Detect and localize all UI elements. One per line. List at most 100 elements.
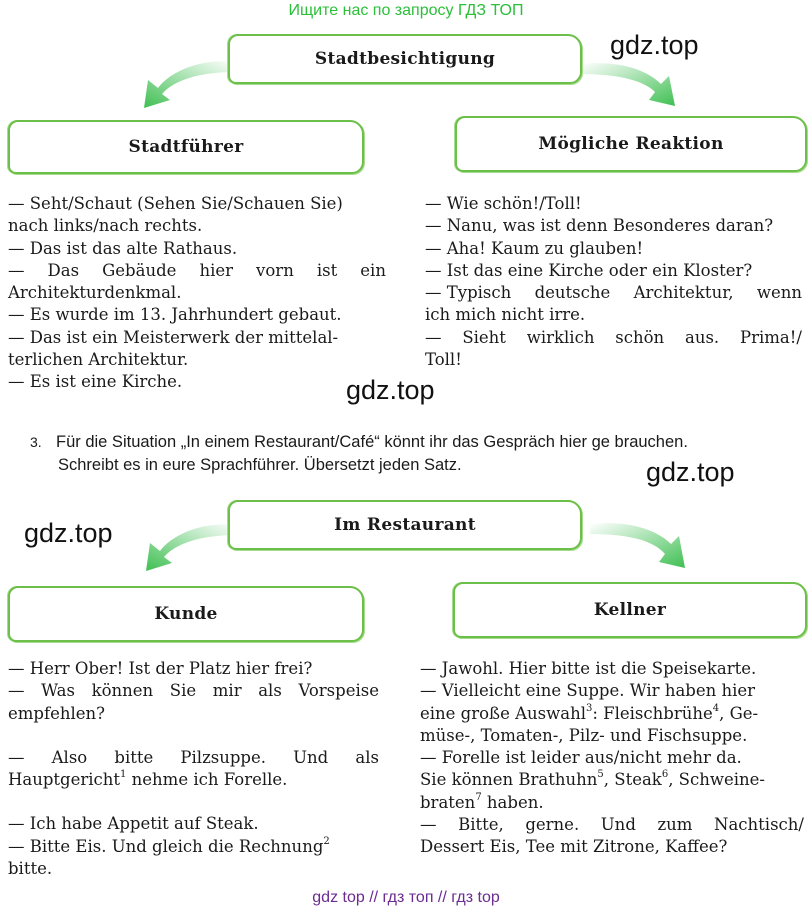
word: — Aha! Kaum zu glauben! [425, 238, 644, 258]
footnote-marker: 1 [120, 769, 127, 781]
word: — Wie schön!/Toll! [425, 194, 582, 213]
text-line: — Bitte Eis. Und gleich die Rechnung2 [8, 836, 379, 858]
customer-phrases: — Herr Ober! Ist der Platz hier frei?—Wa… [8, 658, 379, 880]
word: — [420, 815, 437, 835]
word: Hauptgericht1 nehme ich Forelle. [8, 769, 288, 790]
word: empfehlen? [8, 703, 105, 723]
footnote-marker: 4 [712, 702, 720, 714]
word: Gebäude [102, 260, 177, 280]
text-line: — Das ist ein Meisterwerk der mittelal- [8, 327, 386, 349]
left-box-stadtfuehrer: Stadtführer [8, 120, 364, 174]
text-line: eine große Auswahl3: Fleischbrühe4, Ge- [420, 703, 804, 725]
word: vorn [256, 260, 294, 280]
text-line: braten7 haben. [420, 792, 804, 814]
watermark: gdz.top [646, 457, 735, 487]
word: — Ich habe Appetit auf Steak. [8, 814, 259, 834]
footnote-marker: 6 [661, 769, 669, 781]
word: zum [657, 815, 693, 835]
word: — Seht/Schaut (Sehen Sie/Schauen Sie) [8, 194, 343, 213]
tour-guide-phrases: — Seht/Schaut (Sehen Sie/Schauen Sie) nac… [8, 193, 386, 394]
text-line: empfehlen? [8, 703, 379, 725]
word: nach links/nach rechts. [8, 216, 203, 236]
word: können [91, 681, 154, 701]
word: — Das ist das alte Rathaus. [8, 238, 238, 258]
word: — Das ist ein Meisterwerk der mittelal- [8, 327, 339, 347]
word: Und [293, 747, 329, 767]
word: Das [47, 260, 80, 280]
word: Sie [169, 681, 197, 701]
word: Nachtisch/ [714, 815, 804, 835]
word: — Ist das eine Kirche oder ein Kloster? [425, 260, 753, 280]
arrow-left-1-icon [144, 61, 235, 108]
word: — Nanu, was ist denn Besonderes daran? [425, 216, 774, 236]
word: bitte. [8, 859, 53, 879]
word: Architektur, [633, 283, 734, 303]
word: Bitte, [458, 815, 504, 835]
word: als [355, 747, 379, 767]
text-line: — Ist das eine Kirche oder ein Kloster? [425, 260, 802, 282]
text-line: — Forelle ist leider aus/nicht mehr da. [420, 747, 804, 769]
word: aus. [684, 327, 720, 347]
text-line: — Aha! Kaum zu glauben! [425, 238, 802, 260]
arrow-left-2-icon [146, 524, 237, 571]
exercise-number: 3. [30, 434, 42, 450]
word: eine große Auswahl3: Fleischbrühe4, Ge- [420, 702, 759, 723]
footnote-marker: 3 [585, 702, 593, 714]
exercise-3-instruction: 3. Für die Situation „In einem Restaurant… [30, 431, 810, 477]
watermark: gdz.top [346, 375, 435, 405]
word: — Bitte Eis. Und gleich die Rechnung2 [8, 835, 330, 856]
text-line: ich mich nicht irre. [425, 304, 802, 326]
text-line: — Ich habe Appetit auf Steak. [8, 813, 379, 835]
word: terlichen Architektur. [8, 350, 189, 370]
word: Vorspeise [298, 681, 379, 701]
footnote-marker: 7 [475, 791, 482, 803]
exercise-text-line-2: Schreibt es in eure Sprachführer. Überse… [58, 456, 462, 474]
word: — [8, 681, 25, 701]
watermark: gdz.top [24, 518, 113, 548]
text-line: Sie können Brathuhn5, Steak6, Schweine- [420, 769, 804, 791]
text-line: terlichen Architektur. [8, 349, 386, 371]
word: ein [360, 260, 386, 280]
center-box-im-restaurant: Im Restaurant [228, 500, 582, 550]
text-line: — Seht/Schaut (Sehen Sie/Schauen Sie) [8, 193, 386, 215]
word: mir [212, 681, 242, 701]
text-line: — Herr Ober! Ist der Platz hier frei? [8, 658, 379, 680]
word: wirklich [526, 327, 595, 347]
text-line: — Das ist das alte Rathaus. [8, 238, 386, 260]
word: braten7 haben. [420, 791, 544, 812]
word: Toll! [425, 350, 462, 370]
text-line: Hauptgericht1 nehme ich Forelle. [8, 769, 379, 791]
text-line: Dessert Eis, Tee mit Zitrone, Kaffee? [420, 836, 804, 858]
text-line: — Vielleicht eine Suppe. Wir haben hier [420, 680, 804, 702]
reaction-phrases: — Wie schön!/Toll! — Nanu, was ist denn B… [425, 193, 802, 371]
word: — Jawohl. Hier bitte ist die Speisekarte… [420, 659, 757, 678]
word: — Forelle ist leider aus/nicht mehr da. [420, 748, 742, 768]
word: — Es wurde im 13. Jahrhundert gebaut. [8, 305, 342, 325]
text-line: nach links/nach rechts. [8, 215, 386, 237]
word: Also [51, 747, 88, 767]
word: Architekturdenkmal. [8, 283, 182, 303]
word: schön [615, 327, 665, 347]
arrow-right-1-icon [580, 63, 675, 106]
exercise-text-line-1: Für die Situation „In einem Restaurant/C… [56, 433, 688, 451]
word: bitte [114, 747, 154, 767]
top-banner: Ищите нас по запросу ГДЗ ТОП [288, 2, 524, 19]
arrow-right-2-icon [590, 523, 685, 568]
word: Sie können Brathuhn5, Steak6, Schweine- [420, 769, 765, 790]
word: ist [316, 260, 338, 280]
word: — Es ist eine Kirche. [8, 372, 183, 392]
spacer [8, 725, 379, 747]
text-line: — Jawohl. Hier bitte ist die Speisekarte… [420, 658, 804, 680]
footnote-marker: 5 [597, 769, 604, 781]
bottom-banner: gdz top // гдз топ // гдз top [312, 889, 500, 906]
right-box-kellner: Kellner [453, 582, 807, 638]
word: deutsche [534, 283, 611, 303]
word: — Typisch [425, 283, 512, 303]
text-line: bitte. [8, 858, 379, 880]
text-line: — Es wurde im 13. Jahrhundert gebaut. [8, 304, 386, 326]
watermark: gdz.top [610, 30, 699, 60]
